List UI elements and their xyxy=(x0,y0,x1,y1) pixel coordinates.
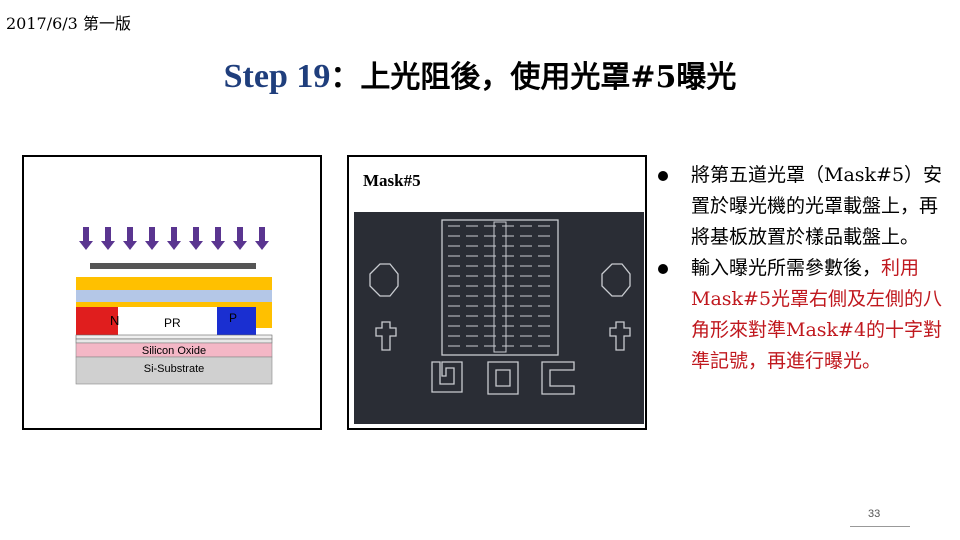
cross-section-panel: N PR P Silicon Oxide Si-Substrate xyxy=(22,155,322,430)
exposure-arrow-icon xyxy=(189,227,203,250)
exposure-arrow-icon xyxy=(233,227,247,250)
left-octagon-mark xyxy=(369,263,399,297)
date-version-label: 2017/6/3 第一版 xyxy=(6,14,131,33)
mask-layout-svg xyxy=(369,219,631,395)
pr-region xyxy=(118,307,217,335)
bullet-dot-icon xyxy=(658,264,668,274)
thin-layer-2 xyxy=(75,338,273,344)
n-region xyxy=(76,307,118,335)
p-label: P xyxy=(229,311,237,325)
exposure-arrow-icon xyxy=(145,227,159,250)
thin-layer-1 xyxy=(75,334,273,340)
photoresist-top-layer xyxy=(76,277,272,290)
footer-divider xyxy=(850,526,910,527)
exposure-arrow-icon xyxy=(101,227,115,250)
n-label: N xyxy=(110,313,119,328)
bullet-dot-icon xyxy=(658,171,668,181)
title-step: Step 19 xyxy=(223,58,331,95)
exposure-arrow-icon xyxy=(123,227,137,250)
cross-section-diagram: N PR P Silicon Oxide Si-Substrate xyxy=(75,227,273,385)
exposure-arrow-icon xyxy=(79,227,93,250)
exposure-arrows xyxy=(79,227,269,250)
bullet-1-text: 將第五道光罩（Mask#5）安置於曝光機的光罩載盤上，再將基板放置於樣品載盤上。 xyxy=(691,164,943,248)
bullet-item-2: 輸入曝光所需參數後，利用Mask#5光罩右側及左側的八角形來對準Mask#4的十… xyxy=(655,253,955,377)
bullet-item-1: 將第五道光罩（Mask#5）安置於曝光機的光罩載盤上，再將基板放置於樣品載盤上。 xyxy=(655,160,955,253)
exposure-arrow-icon xyxy=(167,227,181,250)
si-substrate-layer xyxy=(75,356,273,385)
logo-letter-o xyxy=(487,361,519,395)
page-number: 33 xyxy=(868,508,881,520)
title-text: ：上光阻後，使用光罩#5曝光 xyxy=(330,60,737,95)
slide-title: Step 19：上光阻後，使用光罩#5曝光 xyxy=(0,52,960,96)
si-substrate-label: Si-Substrate xyxy=(144,363,205,375)
logo-letter-b xyxy=(431,361,463,393)
bullet-2-text-black: 輸入曝光所需參數後， xyxy=(691,257,882,279)
exposure-arrow-icon xyxy=(211,227,225,250)
center-column-pattern xyxy=(493,221,507,353)
pr-label: PR xyxy=(164,316,181,330)
silicon-oxide-label: Silicon Oxide xyxy=(142,345,206,357)
device-array-frame xyxy=(441,219,559,356)
logo-letter-c xyxy=(541,361,575,395)
mask-bar xyxy=(90,263,256,269)
left-cross-mark xyxy=(375,321,397,351)
light-blue-layer xyxy=(76,290,272,302)
mask-layout-view xyxy=(354,212,644,424)
right-cross-mark xyxy=(609,321,631,351)
bullet-2-text-red: 利用Mask#5光罩右側及左側的八角形來對準Mask#4的十字對準記號，再進行曝… xyxy=(691,257,943,372)
p-region xyxy=(217,307,256,335)
right-octagon-mark xyxy=(601,263,631,297)
exposure-arrow-icon xyxy=(255,227,269,250)
bullet-list: 將第五道光罩（Mask#5）安置於曝光機的光罩載盤上，再將基板放置於樣品載盤上。… xyxy=(655,160,955,377)
mask-label: Mask#5 xyxy=(363,171,421,190)
device-array-grid xyxy=(448,221,550,353)
